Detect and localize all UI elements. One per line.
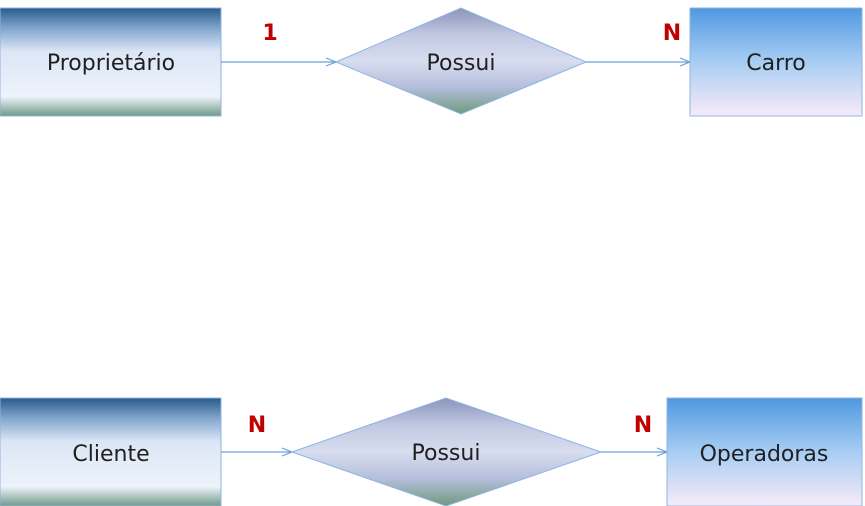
entity-carro-label: Carro (746, 51, 806, 76)
cardinality-left-1: 1 (262, 21, 277, 46)
relation-possui-1-label: Possui (427, 51, 496, 76)
relationship-group-2: Cliente N Possui N Operadoras (0, 398, 862, 506)
entity-operadoras-label: Operadoras (700, 442, 829, 467)
entity-proprietario-label: Proprietário (47, 51, 175, 76)
cardinality-right-1: N (663, 21, 681, 46)
entity-cliente-label: Cliente (72, 442, 149, 467)
cardinality-left-2: N (248, 413, 266, 438)
relation-possui-2-label: Possui (412, 441, 481, 466)
relationship-group-1: Proprietário 1 Possui N Carro (0, 8, 862, 116)
cardinality-right-2: N (634, 413, 652, 438)
